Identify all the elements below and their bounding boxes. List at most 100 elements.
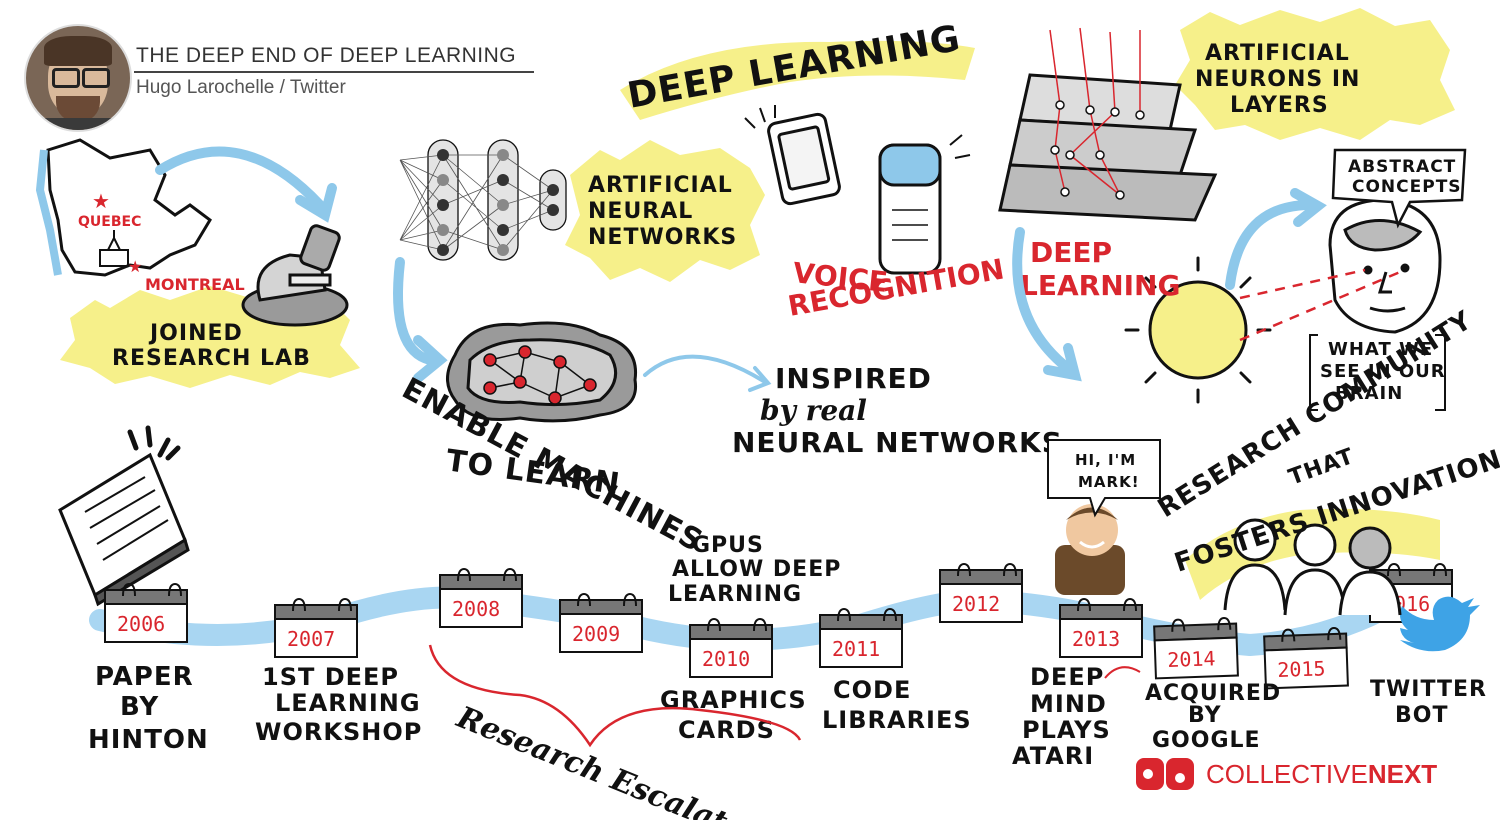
calendar-binding	[274, 604, 358, 620]
calendar-page	[689, 638, 773, 678]
calendar-2006: 2006	[104, 582, 188, 643]
calendar-ring	[883, 607, 897, 622]
calendar-ring	[168, 582, 182, 597]
deep-learning-red-line1: DEEP	[1030, 236, 1112, 269]
gpus-line3: LEARNING	[668, 582, 802, 607]
brain-line1: WHAT WE	[1328, 339, 1433, 360]
calendar-binding	[559, 599, 643, 615]
speech-bubble	[1047, 439, 1161, 518]
layers-line3: LAYERS	[1230, 93, 1329, 118]
deep-learning-red-line2: LEARNING	[1020, 269, 1180, 302]
gpus-line2: ALLOW DEEP	[672, 557, 841, 582]
brand-logo: COLLECTIVENEXT	[1136, 756, 1437, 792]
calendar-2009: 2009	[559, 592, 643, 653]
graphics-line1: GRAPHICS	[660, 686, 807, 714]
joined-lab-line2: RESEARCH LAB	[112, 346, 311, 371]
inspired-line1: INSPIRED	[775, 362, 932, 395]
sun-body	[1148, 280, 1248, 380]
banner-highlight	[620, 40, 975, 120]
calendar-ring	[753, 617, 767, 632]
brain-network-icon	[446, 321, 638, 423]
deepmind-line1: DEEP	[1030, 663, 1104, 691]
community-line2: that	[1286, 444, 1358, 491]
workshop-line2: LEARNING	[275, 689, 421, 717]
calendar-ring	[1433, 562, 1447, 577]
code-line2: LIBRARIES	[822, 706, 972, 734]
calendar-ring	[503, 567, 517, 582]
calendar-2008: 2008	[439, 567, 523, 628]
mark-photo	[1055, 504, 1125, 595]
phone-icon	[878, 134, 971, 275]
joined-lab-line1: JOINED	[148, 321, 243, 346]
twitter-line1: TWITTER	[1370, 677, 1487, 702]
arrow-map-to-lab	[155, 146, 325, 210]
calendar-ring	[338, 597, 352, 612]
brand-part2: NEXT	[1367, 758, 1438, 789]
calendar-ring	[1003, 562, 1017, 577]
acquired-line1: ACQUIRED	[1145, 681, 1281, 706]
calendar-2012: 2012	[939, 562, 1023, 623]
year-label: 2012	[952, 592, 1000, 616]
code-line1: CODE	[833, 676, 911, 704]
escalated-brace	[428, 644, 802, 748]
people-group-icon	[1223, 518, 1402, 616]
ann-line2: NEURAL	[588, 199, 693, 224]
calendar-ring	[623, 592, 637, 607]
speaker-avatar	[24, 24, 132, 132]
workshop-line1: 1st DEEP	[262, 663, 399, 691]
calendar-ring	[292, 597, 306, 612]
sightline-2	[1239, 270, 1401, 342]
calendar-binding	[1059, 604, 1143, 620]
calendar-page	[274, 618, 358, 658]
calendar-ring	[1077, 597, 1091, 612]
layers-highlight	[1175, 8, 1455, 140]
graphics-line2: CARDS	[678, 716, 775, 744]
arrow-deepmind-to-acquired	[1104, 666, 1141, 679]
collective-next-logo-icon	[1136, 758, 1194, 790]
calendar-ring	[1281, 628, 1296, 642]
quebec-map-shadow	[35, 149, 62, 276]
sun-rays	[1124, 256, 1272, 404]
inspired-line3: NEURAL NETWORKS	[732, 426, 1063, 459]
calendar-ring	[1171, 618, 1186, 632]
paper-icon	[58, 425, 190, 607]
brain-line3: BRAIN	[1335, 383, 1403, 404]
microscope-icon	[241, 224, 349, 327]
talk-speaker: Hugo Larochelle / Twitter	[136, 77, 346, 98]
arrow-layers-down	[1012, 227, 1075, 375]
calendar-page	[819, 628, 903, 668]
map-city-quebec: QUEBEC	[78, 214, 141, 230]
quebec-map	[46, 138, 212, 277]
sightline-1	[1239, 268, 1366, 300]
abstract-line1: ABSTRACT	[1348, 157, 1456, 177]
calendar-2014: 2014	[1153, 616, 1239, 680]
calendar-ring	[837, 607, 851, 622]
ann-line1: ARTIFICIAL	[588, 173, 733, 198]
calendar-ring	[577, 592, 591, 607]
twitter-line2: BOT	[1395, 703, 1448, 728]
layers-line2: NEURONS in	[1195, 67, 1360, 92]
calendar-page	[1059, 618, 1143, 658]
star-montreal: ★	[128, 257, 142, 276]
deepmind-line4: ATARI	[1012, 742, 1094, 770]
neural-network-icon	[399, 139, 567, 261]
brain-bracket-left	[1309, 334, 1318, 411]
twitter-bird-icon	[1400, 596, 1480, 652]
star-quebec: ★	[92, 189, 110, 213]
layers-icon	[998, 27, 1218, 222]
calendar-page	[439, 588, 523, 628]
year-label: 2014	[1167, 646, 1216, 672]
calendar-ring	[707, 617, 721, 632]
deepmind-line3: PLAYS	[1022, 716, 1111, 744]
calendar-binding	[819, 614, 903, 630]
year-label: 2010	[702, 647, 750, 671]
paper-line1: PAPER	[95, 662, 194, 692]
calendar-2013: 2013	[1059, 597, 1143, 658]
year-label: 2007	[287, 627, 335, 651]
tablet-icon	[744, 105, 841, 206]
year-label: 2008	[452, 597, 500, 621]
year-label: 2013	[1072, 627, 1120, 651]
calendar-page	[939, 583, 1023, 623]
